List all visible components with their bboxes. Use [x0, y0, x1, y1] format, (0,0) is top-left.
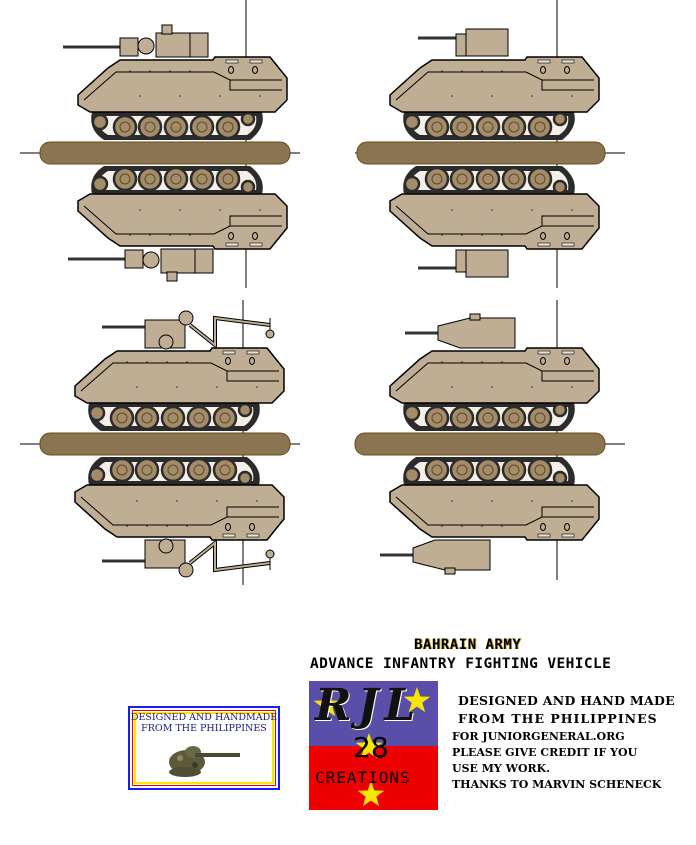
logo-word: CREATIONS [315, 768, 411, 787]
credit-line-2: FROM THE PHILIPPINES [458, 711, 658, 726]
credit-line-3: FOR JUNIORGENERAL.ORG [452, 730, 625, 743]
vehicle-2-side [388, 55, 601, 142]
vehicle-2-turret-mirrored [416, 248, 510, 279]
credit-line-1: DESIGNED AND HAND MADE [458, 693, 676, 708]
vehicle-2-side-mirrored [388, 164, 601, 251]
sheet-title: BAHRAIN ARMY [414, 637, 522, 653]
credit-line-5: USE MY WORK. [452, 762, 551, 775]
vehicle-3-side [73, 346, 286, 433]
rjl-creations-logo: RJL 28 CREATIONS [309, 681, 438, 810]
credit-line-6: THANKS TO MARVIN SCHENECK [452, 778, 662, 791]
vehicle-1-side-mirrored [76, 164, 289, 251]
vehicle-4-side [388, 346, 601, 433]
vehicle-2-turret [416, 27, 510, 58]
base-bar [354, 432, 606, 456]
base-bar [39, 432, 291, 456]
designer-badge: DESIGNED AND HANDMADE FROM THE PHILIPPIN… [128, 706, 280, 790]
vehicle-4-turret [403, 312, 517, 350]
badge-line-2: FROM THE PHILIPPINES [141, 723, 267, 734]
vehicle-3-side-mirrored [73, 455, 286, 542]
vehicle-3-crane-mirrored [100, 537, 276, 579]
vehicle-3-crane [100, 309, 276, 351]
sniper-figure-icon [169, 746, 240, 777]
sheet-subtitle: ADVANCE INFANTRY FIGHTING VEHICLE [310, 656, 612, 672]
vehicle-4-side-mirrored [388, 455, 601, 542]
logo-number: 28 [353, 731, 389, 764]
credit-line-4: PLEASE GIVE CREDIT IF YOU [452, 746, 638, 759]
vehicle-1-turret-mirrored [66, 247, 215, 283]
logo-letters: RJL [315, 681, 422, 731]
base-bar [39, 141, 291, 165]
badge-line-1: DESIGNED AND HANDMADE [130, 712, 278, 723]
vehicle-1-side [76, 55, 289, 142]
base-bar [356, 141, 606, 165]
vehicle-4-turret-mirrored [378, 538, 492, 576]
vehicle-1-turret [61, 23, 210, 59]
